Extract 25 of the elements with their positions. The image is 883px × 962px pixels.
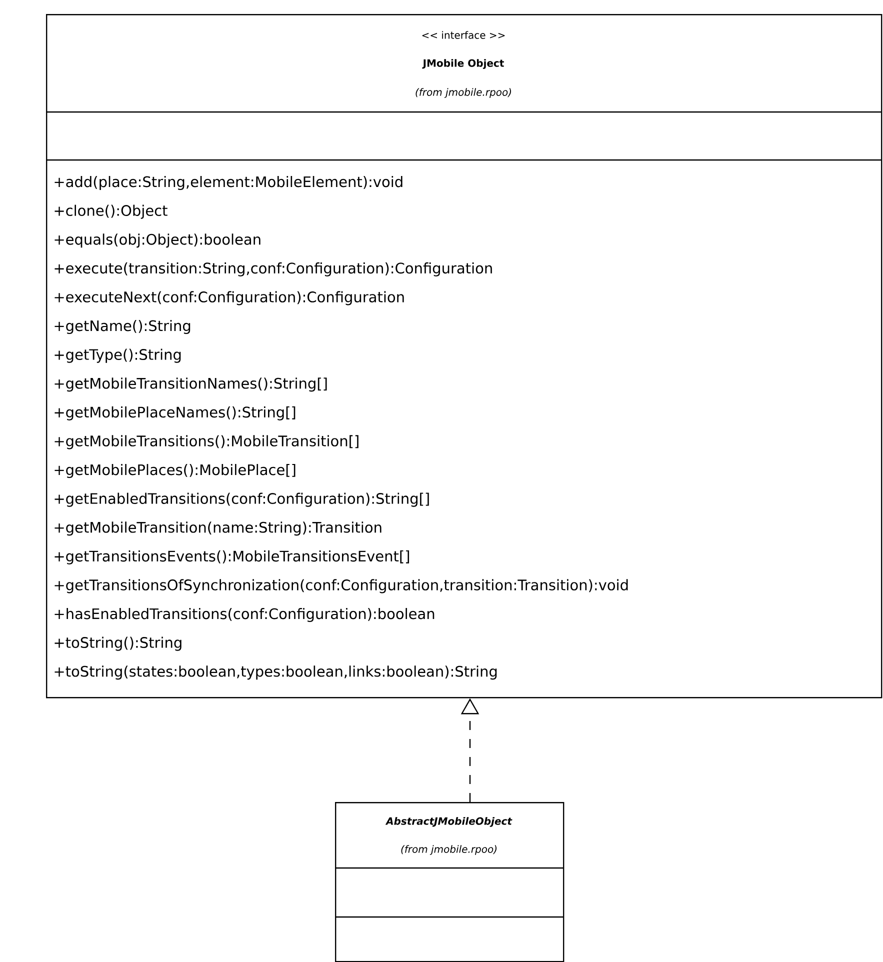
- method-text: +getMobileTransitionNames():String[]: [54, 378, 327, 392]
- method-text: +toString(states:boolean,types:boolean,links:boolean):String: [54, 666, 497, 680]
- method-text: +getMobilePlaces():MobilePlace[]: [54, 464, 296, 478]
- method-text: +getTransitionsEvents():MobileTransitionsEvent[]: [54, 550, 410, 564]
- stereotype-label: << interface >>: [422, 31, 505, 39]
- method-text: +getEnabledTransitions(conf:Configuration):String[]: [54, 492, 429, 507]
- method-text: +getMobilePlaceNames():String[]: [54, 406, 296, 420]
- method-text: +getTransitionsOfSynchronization(conf:Configuration,transition:Transition):void: [54, 579, 628, 594]
- method-text: +add(place:String,element:MobileElement):void: [54, 176, 402, 190]
- method-text: +getType():String: [54, 348, 181, 363]
- class-box: [335, 802, 564, 962]
- package-label: (from jmobile.rpoo): [416, 88, 511, 98]
- method-text: +getName():String: [54, 320, 190, 334]
- method-text: +equals(obj:Object):boolean: [54, 234, 260, 248]
- package-label: (from jmobile.rpoo): [401, 845, 496, 855]
- method-text: +clone():Object: [54, 204, 168, 219]
- method-text: +getMobileTransition(name:String):Transition: [54, 522, 382, 536]
- class-name: JMobile Object: [422, 59, 504, 69]
- method-text: +executeNext(conf:Configuration):Configuration: [54, 291, 404, 306]
- class-box: [46, 14, 882, 698]
- method-text: +getMobileTransitions():MobileTransition[]: [54, 435, 358, 450]
- method-text: +execute(transition:String,conf:Configuration):Configuration: [54, 262, 492, 276]
- method-text: +toString():String: [54, 636, 182, 651]
- class-name: AbstractJMobileObject: [385, 817, 512, 827]
- method-text: +hasEnabledTransitions(conf:Configuration):boolean: [54, 608, 434, 622]
